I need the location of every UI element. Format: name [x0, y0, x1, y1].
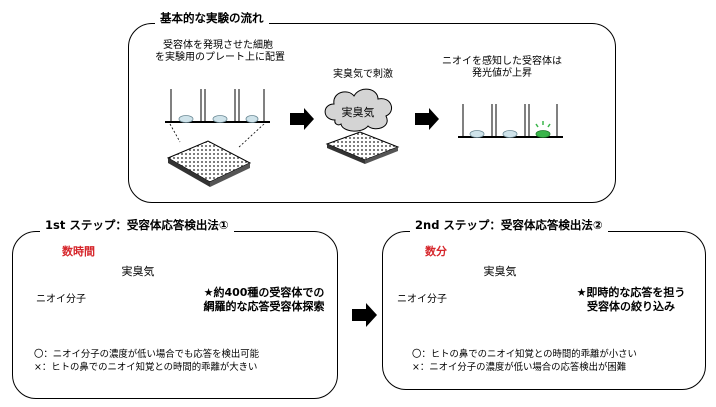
step1-time-label: 数時間 [62, 245, 95, 258]
wells-initial [165, 89, 270, 149]
arrow-right-icon [415, 108, 439, 130]
overview-title: 基本的な実験の流れ [155, 11, 269, 25]
step1-title: 1st ステップ：受容体応答検出法① [40, 218, 234, 232]
step2-title: 2nd ステップ：受容体応答検出法② [410, 218, 608, 232]
step1-odor-label: ニオイ分子 [36, 294, 86, 305]
step1-panel [12, 231, 338, 399]
step1-feature-line2: 網羅的な応答受容体探索 [203, 300, 325, 313]
step2-con: ×：ニオイ分子の濃度が低い場合の応答検出が困難 [412, 362, 627, 373]
step1-cloud-label: 実臭気 [121, 265, 155, 278]
plate-large [166, 140, 252, 187]
odor-cloud [324, 88, 393, 132]
step2-odor-label: ニオイ分子 [397, 294, 447, 305]
plate-small [325, 131, 400, 164]
step1-con: ×：ヒトの鼻でのニオイ知覚との時間的乖離が大きい [34, 362, 258, 373]
arrow-right-icon [352, 303, 377, 327]
step2-feature-line2: 受容体の絞り込み [587, 300, 675, 313]
step3-caption-line2: 発光値が上昇 [472, 68, 532, 79]
step1-caption-line1: 受容体を発現させた細胞 [163, 40, 273, 51]
step1-caption-line2: を実験用のプレート上に配置 [155, 52, 285, 63]
wells-result [458, 104, 563, 138]
step2-time-label: 数分 [425, 245, 447, 258]
step2-feature-line1: ★即時的な応答を担う [576, 286, 686, 299]
arrow-right-icon [290, 108, 314, 130]
step2-caption: 実臭気で刺激 [333, 69, 393, 80]
cell [178, 115, 194, 123]
step1-pro: 〇：ニオイ分子の濃度が低い場合でも応答を検出可能 [34, 349, 260, 360]
step2-cloud-label: 実臭気 [483, 265, 517, 278]
step1-feature-line1: ★約400種の受容体での [203, 286, 325, 299]
step2-pro: 〇：ヒトの鼻でのニオイ知覚との時間的乖離が小さい [412, 349, 637, 360]
top-cloud-label: 実臭気 [341, 106, 375, 119]
active-cell [535, 130, 551, 138]
cell [212, 115, 228, 123]
cell [245, 115, 259, 123]
step3-caption-line1: ニオイを感知した受容体は [442, 56, 562, 67]
